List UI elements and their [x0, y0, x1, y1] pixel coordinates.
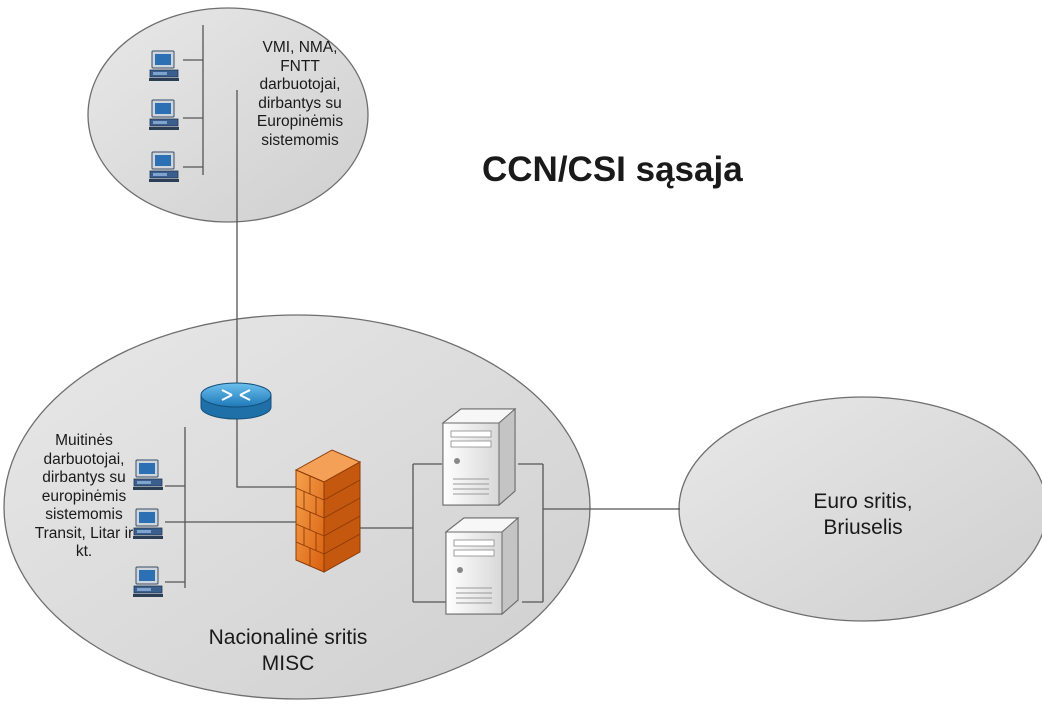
label-line: Transit, Litar ir [34, 524, 134, 542]
router-icon [200, 382, 272, 420]
label-line: darbuotojai, [259, 76, 341, 93]
label-line: Europinėmis [256, 113, 344, 130]
workstation-icon [148, 50, 180, 82]
firewall-icon [294, 449, 362, 573]
national-zone-label: Nacionalinė sritis MISC [178, 625, 398, 677]
label-line: darbuotojai, [43, 450, 125, 468]
national-users-label: Muitinės darbuotojai, dirbantys su europ… [22, 432, 146, 562]
label-line: FNTT [280, 57, 320, 75]
top-users-label: VMI, NMA, FNTT darbuotojai, dirbantys su… [238, 39, 362, 150]
workstation-icon [148, 99, 180, 131]
euro-zone-label: Euro sritis, Briuselis [768, 489, 958, 541]
workstation-icon [132, 566, 164, 598]
label-line: europinėmis [41, 487, 127, 505]
page-title: CCN/CSI sąsaja [482, 150, 743, 189]
label-line: kt. [75, 543, 93, 560]
label-line: sistemomis [261, 131, 339, 149]
label-line: MISC [261, 652, 315, 675]
label-line: Briuselis [823, 516, 903, 539]
connection-lines [165, 25, 680, 603]
server-icon [445, 517, 519, 615]
label-line: Nacionalinė sritis [208, 626, 368, 649]
label-line: dirbantys su [42, 469, 126, 486]
label-line: Euro sritis, [813, 490, 913, 513]
label-line: Muitinės [55, 432, 113, 449]
label-line: VMI, NMA, [262, 39, 338, 56]
label-line: sistemomis [45, 506, 123, 523]
workstation-icon [148, 151, 180, 183]
server-icon [442, 408, 516, 506]
label-line: dirbantys su [258, 94, 342, 112]
